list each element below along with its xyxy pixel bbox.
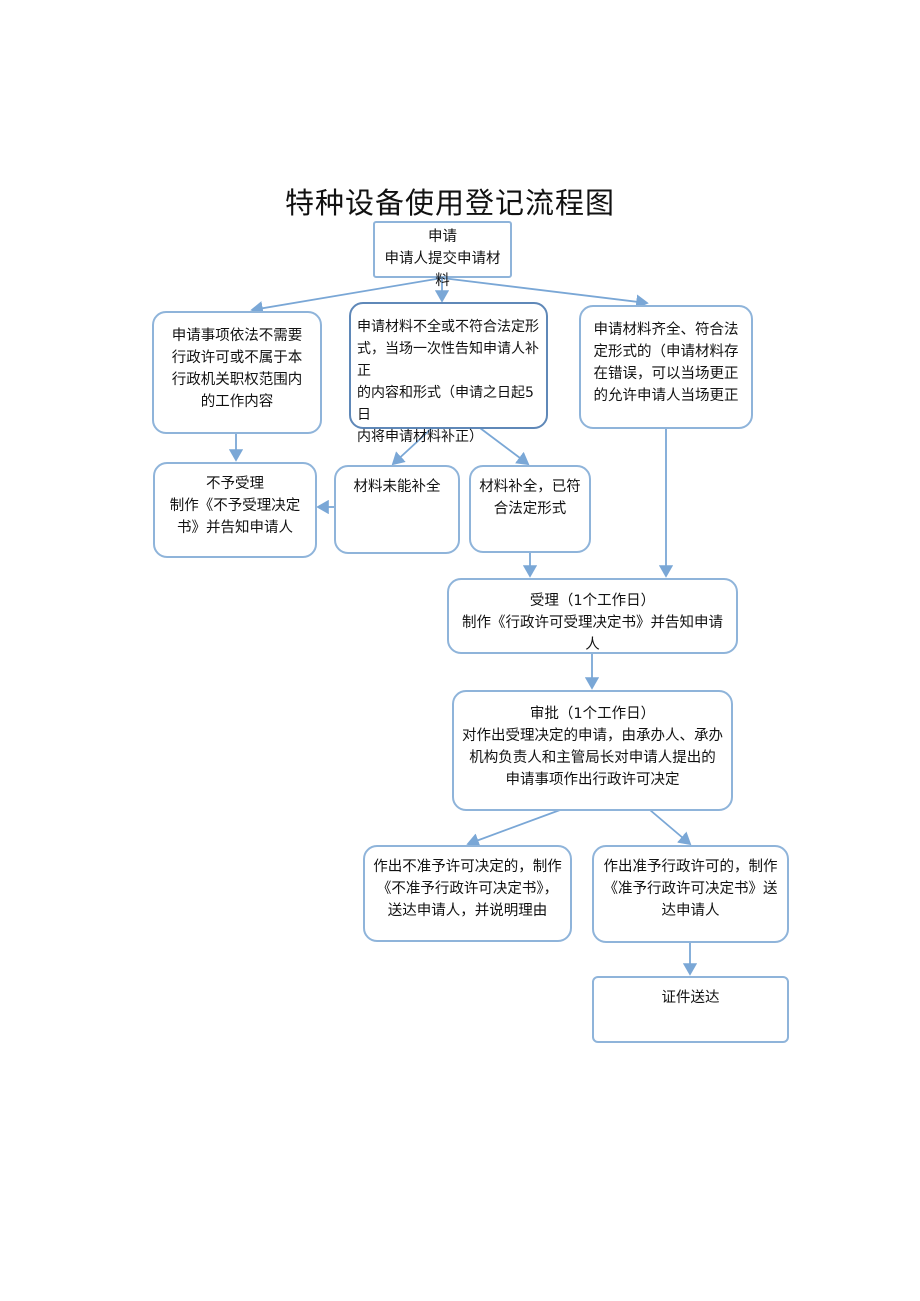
node-not-supplemented: 材料未能补全: [334, 465, 460, 554]
node-complete-line: 定形式的（申请材料存: [593, 344, 739, 360]
node-not-needed-line: 申请事项依法不需要: [171, 328, 303, 344]
node-apply-line: 申请: [428, 229, 457, 245]
page-title: 特种设备使用登记流程图: [284, 186, 615, 220]
arrow-approve-to-grant: [649, 809, 692, 846]
node-not-needed: 申请事项依法不需要 行政许可或不属于本 行政机关职权范围内 的工作内容: [152, 311, 322, 434]
node-approve-line: 机构负责人和主管局长对申请人提出的: [469, 750, 716, 766]
node-accept-line: 制作《行政许可受理决定书》并告知申请人: [462, 615, 723, 653]
node-not-needed-line: 行政许可或不属于本: [171, 350, 303, 366]
node-apply: 申请 申请人提交申请材料: [373, 221, 512, 289]
node-approve-line: 申请事项作出行政许可决定: [505, 772, 680, 788]
node-complete-line: 申请材料齐全、符合法: [593, 322, 739, 338]
node-complete: 申请材料齐全、符合法 定形式的（申请材料存 在错误，可以当场更正 的允许申请人当…: [579, 305, 753, 429]
node-approve-line: 审批（1个工作日）: [529, 706, 656, 722]
node-supplemented-line: 材料补全，已符: [479, 479, 581, 495]
node-approve-line: 对作出受理决定的申请，由承办人、承办: [462, 728, 723, 744]
arrow-apply-to-not-needed: [250, 277, 443, 316]
node-deliver-line: 证件送达: [661, 990, 720, 1006]
node-grant-line: 《准予行政许可决定书》送: [603, 881, 778, 897]
node-incomplete: 申请材料不全或不符合法定形 式，当场一次性告知申请人补正 的内容和形式（申请之日…: [349, 302, 548, 445]
node-not-needed-line: 行政机关职权范围内: [171, 372, 303, 388]
node-supplemented-line: 合法定形式: [493, 501, 567, 517]
node-incomplete-line: 的内容和形式（申请之日起5日: [357, 385, 534, 423]
node-incomplete-line: 式，当场一次性告知申请人补正: [357, 341, 539, 379]
node-complete-line: 的允许申请人当场更正: [593, 388, 739, 404]
node-deny-line: 作出不准予许可决定的，制作: [373, 859, 562, 875]
node-deliver: 证件送达: [592, 976, 789, 1043]
node-grant-line: 作出准予行政许可的，制作: [603, 859, 778, 875]
node-grant-line: 达申请人: [661, 903, 720, 919]
node-approve: 审批（1个工作日） 对作出受理决定的申请，由承办人、承办 机构负责人和主管局长对…: [452, 690, 733, 811]
node-accept-line: 受理（1个工作日）: [529, 593, 656, 609]
node-reject-line: 不予受理: [206, 476, 264, 492]
node-accept: 受理（1个工作日） 制作《行政许可受理决定书》并告知申请人: [447, 578, 738, 654]
node-incomplete-line: 申请材料不全或不符合法定形: [357, 319, 539, 335]
arrow-incomplete-to-supplemented: [479, 427, 530, 466]
node-reject-line: 制作《不予受理决定: [169, 498, 301, 514]
node-supplemented: 材料补全，已符 合法定形式: [469, 465, 591, 553]
node-reject-line: 书》并告知申请人: [177, 520, 293, 536]
arrow-apply-to-complete: [441, 277, 649, 309]
node-deny: 作出不准予许可决定的，制作 《不准予行政许可决定书》， 送达申请人，并说明理由: [363, 845, 572, 942]
arrow-incomplete-to-not-supplemented: [391, 427, 433, 466]
node-not-supplemented-line: 材料未能补全: [353, 479, 441, 495]
node-incomplete-line: 内将申请材料补正）: [357, 429, 483, 445]
node-grant: 作出准予行政许可的，制作 《准予行政许可决定书》送 达申请人: [592, 845, 789, 943]
node-reject: 不予受理 制作《不予受理决定 书》并告知申请人: [153, 462, 317, 558]
node-complete-line: 在错误，可以当场更正: [593, 366, 739, 382]
arrow-approve-to-deny: [466, 809, 561, 848]
node-not-needed-line: 的工作内容: [200, 394, 274, 410]
node-deny-line: 《不准予行政许可决定书》，: [376, 881, 559, 897]
node-apply-line: 申请人提交申请材料: [384, 251, 501, 289]
node-deny-line: 送达申请人，并说明理由: [387, 903, 548, 919]
